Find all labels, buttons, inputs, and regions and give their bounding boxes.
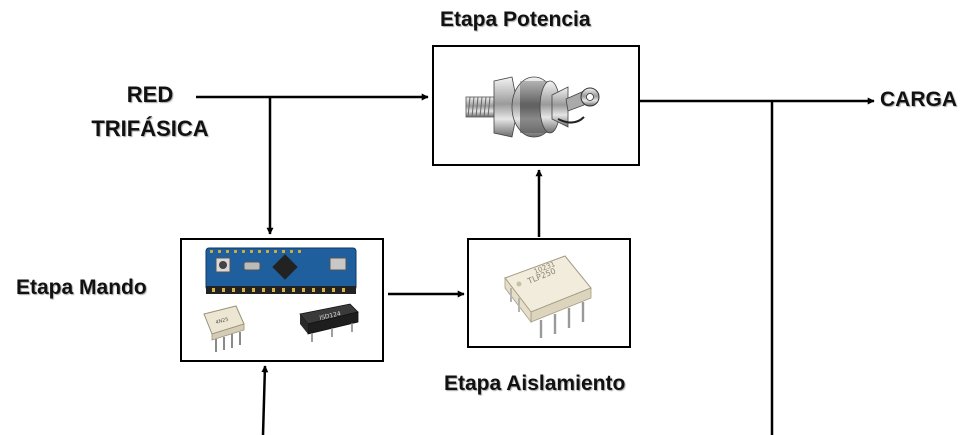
svg-text:4N25: 4N25 — [215, 317, 229, 326]
microcontroller-board-icon: 4N25 ISD124 — [203, 247, 359, 352]
input-label-red-trifasica: RED TRIFÁSICA — [84, 78, 216, 146]
mando-stage-title: Etapa Mando — [16, 276, 147, 299]
aislamiento-stage-block: TLP250 10231 — [467, 238, 631, 348]
optocoupler-chip-icon: TLP250 10231 — [504, 255, 592, 338]
optocoupler-small-icon: 4N25 — [203, 305, 245, 352]
ssr-chip-icon: ISD124 — [299, 303, 359, 342]
potencia-stage-title: Etapa Potencia — [440, 8, 591, 31]
svg-text:ISD124: ISD124 — [319, 310, 342, 322]
mando-stage-block: 4N25 ISD124 — [180, 238, 384, 362]
potencia-stage-block — [432, 45, 640, 166]
arrow-feedback-to-mando — [261, 365, 269, 435]
aislamiento-stage-title: Etapa Aislamiento — [444, 372, 626, 395]
input-label-line2: TRIFÁSICA — [91, 116, 209, 141]
thyristor-icon — [465, 76, 600, 138]
input-label-line1: RED — [126, 82, 174, 107]
output-label-carga: CARGA — [880, 88, 957, 111]
